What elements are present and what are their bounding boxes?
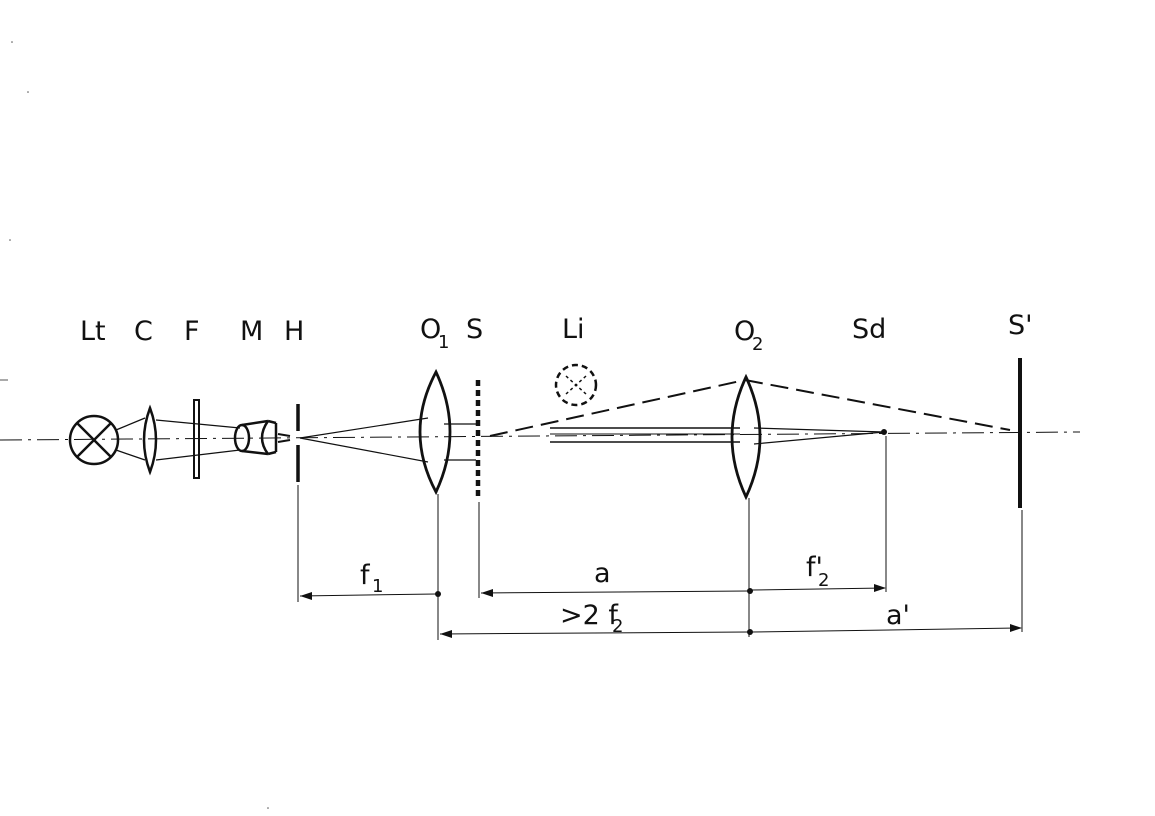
dim-arrow-f1-left: [300, 592, 312, 600]
lens-image-circle: [554, 363, 598, 407]
dim-dot-gt-2f2-right: [747, 629, 753, 635]
ray-lamp-condenser-top: [115, 417, 146, 431]
speck: [267, 807, 269, 809]
condenser-lens: [142, 404, 158, 476]
dim-dot-a-right: [747, 588, 753, 594]
label-lens-image: Li: [562, 314, 585, 345]
label-objective2: O: [734, 316, 755, 347]
label-objective1: O: [420, 314, 441, 345]
ray-o2-sd-top: [753, 427, 885, 433]
ray-pinhole-o1-top: [299, 417, 429, 439]
dim-arrow-gt-2f2-left: [440, 630, 452, 638]
dashed-ray-s-o2: [489, 379, 746, 437]
label-condenser: C: [134, 316, 153, 347]
dim-line-f1: [299, 593, 437, 597]
lamp-symbol: [68, 414, 120, 466]
dim-label-gt-2f2: >2 f: [560, 600, 619, 631]
aperture-stop-point: [881, 429, 887, 435]
dim-label-f2-prime-sub: 2: [818, 570, 829, 591]
optical-axis: [0, 431, 1081, 441]
dim-label-f1-sub: 1: [372, 576, 383, 597]
dim-line-f2-prime: [751, 587, 886, 591]
speck: [27, 91, 29, 93]
ray-o2-sd-bottom: [753, 431, 885, 445]
ray-pinhole-o1-bottom: [299, 437, 429, 463]
dim-arrow-a-prime-right: [1010, 624, 1022, 632]
dim-label-a: a: [594, 558, 611, 589]
dim-line-a-prime: [751, 627, 1022, 633]
label-lamp: Lt: [80, 316, 106, 347]
objective-lens-2: [730, 373, 762, 501]
dim-label-a-prime: a': [886, 600, 910, 631]
label-microscope: M: [240, 316, 263, 347]
dim-dot-f1-right: [435, 591, 441, 597]
dim-line-a: [480, 590, 749, 594]
dim-arrow-a-left: [481, 589, 493, 597]
ray-lamp-condenser-bottom: [115, 449, 146, 461]
dashed-ray-o2-screen: [744, 379, 1011, 431]
microscope-objective: [233, 419, 291, 456]
dim-line-gt-2f2: [439, 631, 749, 635]
label-screen: S': [1008, 310, 1033, 341]
label-filter: F: [184, 316, 200, 347]
speck: [11, 41, 13, 43]
label-objective2-sub: 2: [752, 334, 763, 355]
dim-arrow-f2-prime-right: [874, 584, 886, 592]
speck: [9, 239, 11, 241]
dim-label-f2-prime: f': [806, 552, 823, 583]
objective-lens-1: [418, 368, 452, 496]
dim-label-f1: f: [360, 560, 371, 591]
label-object-plane: S: [466, 314, 483, 345]
label-aperture-stop: Sd: [852, 314, 886, 345]
filter-plate: [193, 399, 200, 479]
label-pinhole: H: [284, 316, 304, 347]
dim-label-gt-2f2-sub: 2: [612, 616, 623, 637]
label-objective1-sub: 1: [438, 332, 449, 353]
